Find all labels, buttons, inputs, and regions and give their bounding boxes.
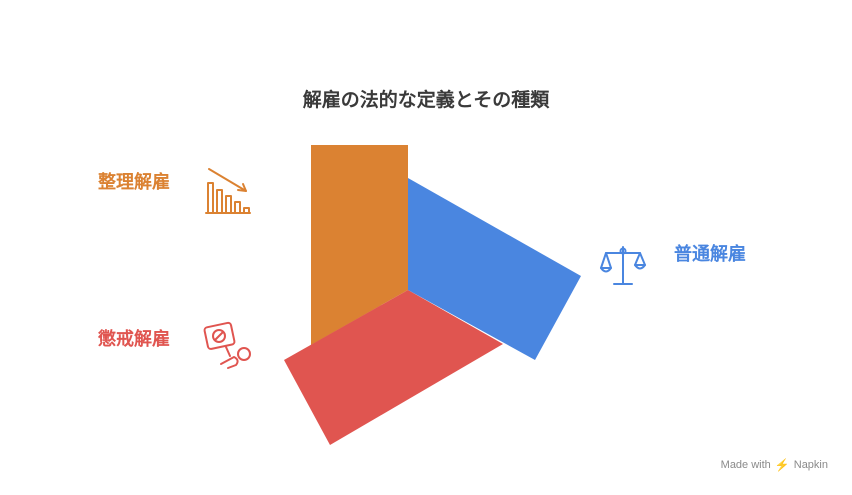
footer-credit: Made with ⚡ Napkin [721, 458, 828, 472]
brand-name: Napkin [793, 459, 828, 471]
segment-futsu-kaiko [408, 178, 581, 360]
label-choukai-kaiko: 懲戒解雇 [98, 329, 170, 350]
label-seiri-kaiko: 整理解雇 [98, 172, 170, 193]
balance-scale-icon [600, 246, 646, 285]
segment-choukai-kaiko [284, 290, 503, 445]
prohibition-sign-icon [203, 321, 251, 369]
segment-seiri-kaiko [311, 145, 408, 345]
napkin-logo-icon: ⚡ [774, 458, 790, 472]
diagram-title: 解雇の法的な定義とその種類 [302, 89, 550, 111]
label-futsu-kaiko: 普通解雇 [674, 244, 746, 265]
declining-bar-chart-icon [205, 168, 251, 214]
made-with-text: Made with [720, 459, 771, 471]
